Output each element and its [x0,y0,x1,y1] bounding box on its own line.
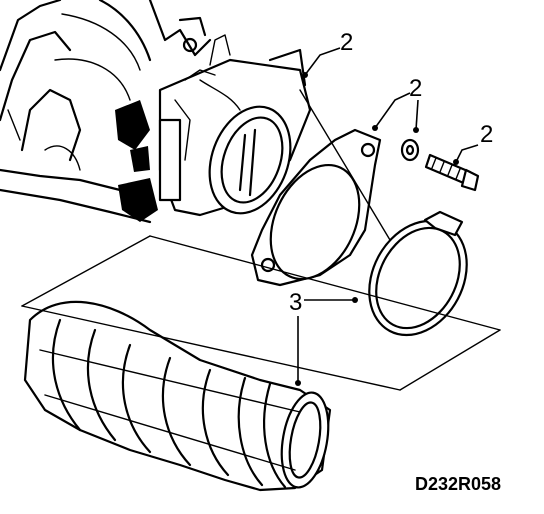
section-hatching [115,100,158,222]
leader-lines [295,47,479,386]
drawing-code: D232R058 [415,474,501,494]
washer [400,138,420,162]
callout-throttle-body: 2 [340,29,353,56]
hose-clamp [368,210,468,337]
callout-clamp: 3 [289,289,302,316]
callout-bolt: 2 [480,121,493,148]
intake-manifold-housing [0,0,212,224]
air-intake-hose [23,300,332,492]
alignment-lines [21,89,501,391]
callout-gasket: 2 [409,75,422,102]
throttle-body [158,34,312,217]
bolt [424,153,480,192]
